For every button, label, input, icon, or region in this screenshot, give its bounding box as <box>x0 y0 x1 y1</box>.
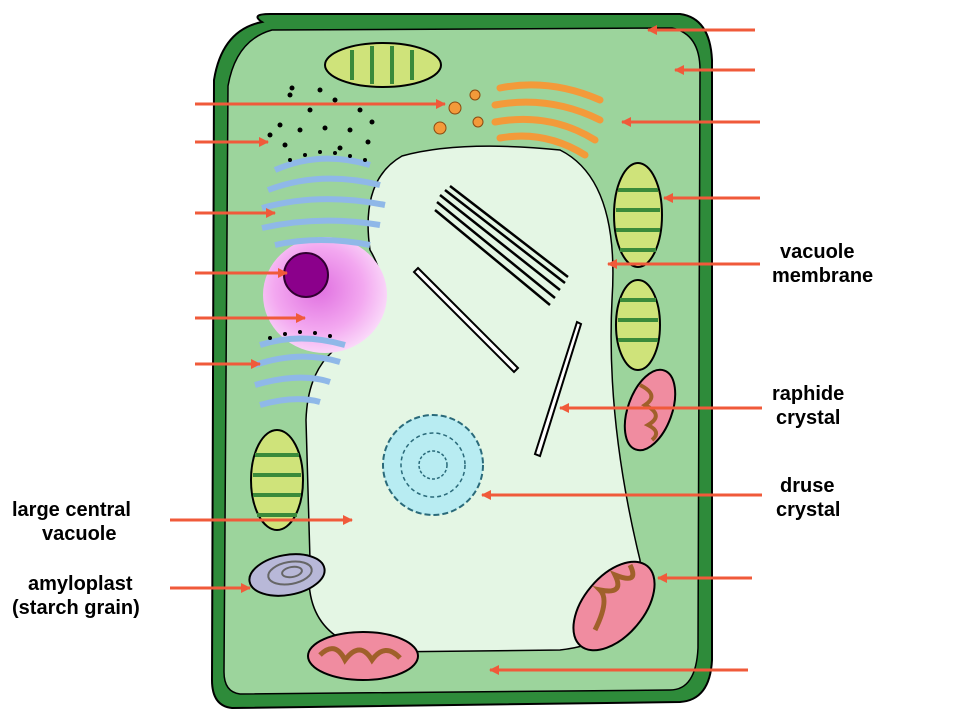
raphide-crystal-needle-1 <box>412 266 520 374</box>
label-vacuole-membrane: vacuole membrane <box>772 241 873 287</box>
golgi-apparatus <box>491 81 604 159</box>
rough-er-upper <box>261 155 386 248</box>
er-ribosomes-upper <box>288 150 367 162</box>
chloroplast-right-1 <box>613 162 663 268</box>
chloroplast-top <box>324 42 442 88</box>
golgi-vesicles <box>433 89 484 135</box>
mitochondrion-lower-right <box>572 560 656 652</box>
label-large-central-vacuole: large central vacuole <box>12 499 137 545</box>
raphide-crystal-needle-2 <box>533 320 583 458</box>
raphide-crystal-bundle <box>434 185 569 306</box>
amyloplast <box>248 553 326 597</box>
pointer-arrows <box>170 25 762 675</box>
label-amyloplast: amyloplast (starch grain) <box>12 573 140 619</box>
chloroplast-left <box>250 429 304 531</box>
mitochondrion-bottom <box>307 631 419 681</box>
druse-crystal <box>382 414 484 516</box>
label-druse-crystal: druse crystal <box>776 475 841 521</box>
nucleolus <box>283 252 329 298</box>
er-ribosomes-lower <box>268 330 332 340</box>
chloroplast-right-2 <box>615 279 661 371</box>
mitochondrion-right <box>623 368 677 452</box>
nucleus <box>263 237 387 353</box>
rough-er-lower <box>254 335 346 408</box>
free-ribosomes <box>267 85 375 151</box>
label-raphide-crystal: raphide crystal <box>772 383 850 429</box>
